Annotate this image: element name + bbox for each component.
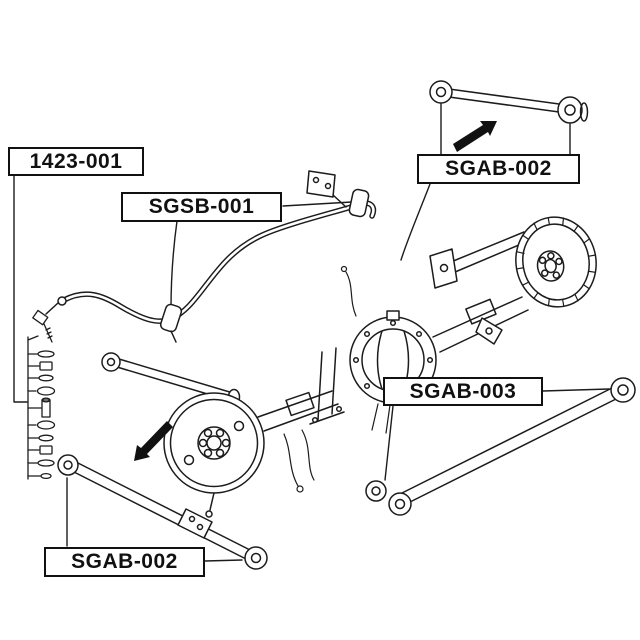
right-brake-drum bbox=[515, 216, 597, 308]
part-label-sgab-002-lower: SGAB-002 bbox=[44, 547, 205, 577]
leader-lines bbox=[13, 103, 610, 562]
direction-arrow-upper bbox=[453, 121, 497, 152]
part-label-sgab-003: SGAB-003 bbox=[383, 377, 543, 406]
stabilizer-link-kit bbox=[27, 309, 56, 480]
lower-trailing-arm bbox=[57, 454, 268, 570]
brake-lines bbox=[283, 265, 391, 493]
bar-bushing-clamp-right bbox=[348, 188, 370, 218]
upper-lateral-arm bbox=[429, 80, 589, 124]
drum-hatching bbox=[516, 217, 596, 307]
bar-frame-bracket bbox=[306, 170, 347, 208]
bar-bushing-clamp-left bbox=[159, 303, 183, 333]
part-label-1423-001: 1423-001 bbox=[8, 147, 144, 176]
part-label-sgab-002-upper: SGAB-002 bbox=[417, 154, 580, 184]
panhard-rod bbox=[365, 377, 636, 516]
part-label-sgsb-001: SGSB-001 bbox=[121, 192, 282, 222]
axle-upper-arm bbox=[429, 231, 527, 289]
axle-housing bbox=[257, 296, 529, 432]
direction-arrow-lower bbox=[134, 421, 173, 461]
stabilizer-bar bbox=[45, 170, 377, 343]
left-brake-drum bbox=[163, 392, 265, 518]
